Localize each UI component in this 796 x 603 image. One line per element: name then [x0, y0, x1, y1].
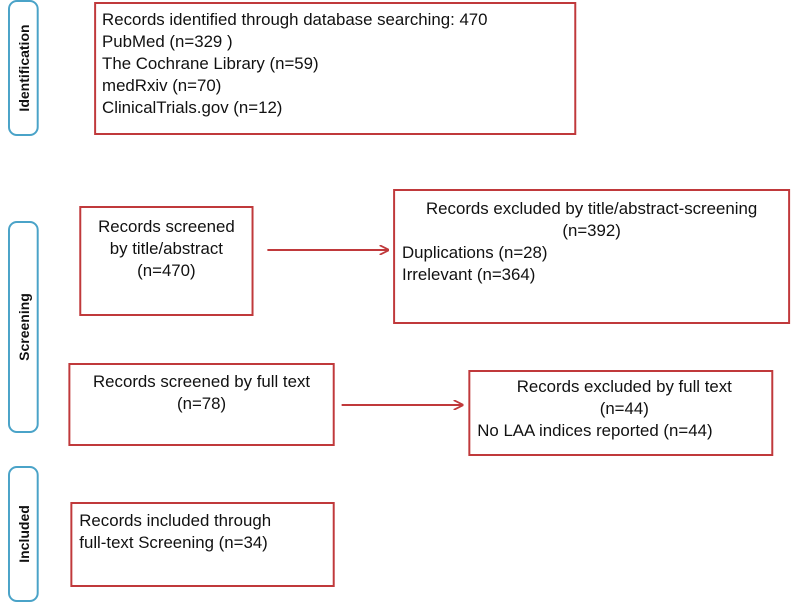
- included-line-1: Records included through: [79, 511, 272, 530]
- excluded-full-text-heading: Records excluded by full text: [516, 377, 732, 396]
- screened-full-text-count: (n=78): [176, 394, 227, 413]
- flow-diagram: Identification Screening Included Record…: [8, 0, 796, 603]
- identification-medrxiv: medRxiv (n=70): [102, 76, 222, 95]
- identification-box: Records identified through database sear…: [94, 2, 577, 135]
- screened-full-text-box: Records screened by full text (n=78): [68, 363, 335, 446]
- phase-identification: Identification: [8, 0, 39, 136]
- screened-full-text-line-1: Records screened by full text: [93, 372, 311, 391]
- included-line-2: full-text Screening (n=34): [79, 533, 268, 552]
- included-box: Records included through full-text Scree…: [70, 502, 335, 587]
- identification-cochrane: The Cochrane Library (n=59): [102, 54, 319, 73]
- excluded-irrelevant: Irrelevant (n=364): [402, 265, 536, 284]
- excluded-title-abstract-box: Records excluded by title/abstract-scree…: [393, 189, 791, 324]
- arrows: [267, 0, 796, 603]
- excluded-full-text-box: Records excluded by full text (n=44) No …: [468, 370, 774, 456]
- excluded-duplications: Duplications (n=28): [402, 243, 548, 262]
- phase-screening: Screening: [8, 221, 39, 433]
- excluded-no-laa: No LAA indices reported (n=44): [477, 421, 713, 440]
- screened-title-abstract-line-1: Records screened: [98, 217, 235, 236]
- excluded-title-abstract-count: (n=392): [562, 221, 621, 240]
- screened-title-abstract-box: Records screened by title/abstract (n=47…: [79, 206, 254, 316]
- identification-pubmed: PubMed (n=329 ): [102, 32, 233, 51]
- identification-total: Records identified through database sear…: [102, 10, 488, 29]
- excluded-title-abstract-heading: Records excluded by title/abstract-scree…: [426, 199, 758, 218]
- phase-included: Included: [8, 466, 39, 602]
- identification-clinicaltrials: ClinicalTrials.gov (n=12): [102, 98, 283, 117]
- excluded-full-text-count: (n=44): [599, 399, 649, 418]
- screened-title-abstract-line-2: by title/abstract: [109, 239, 223, 258]
- screened-title-abstract-count: (n=470): [137, 261, 196, 280]
